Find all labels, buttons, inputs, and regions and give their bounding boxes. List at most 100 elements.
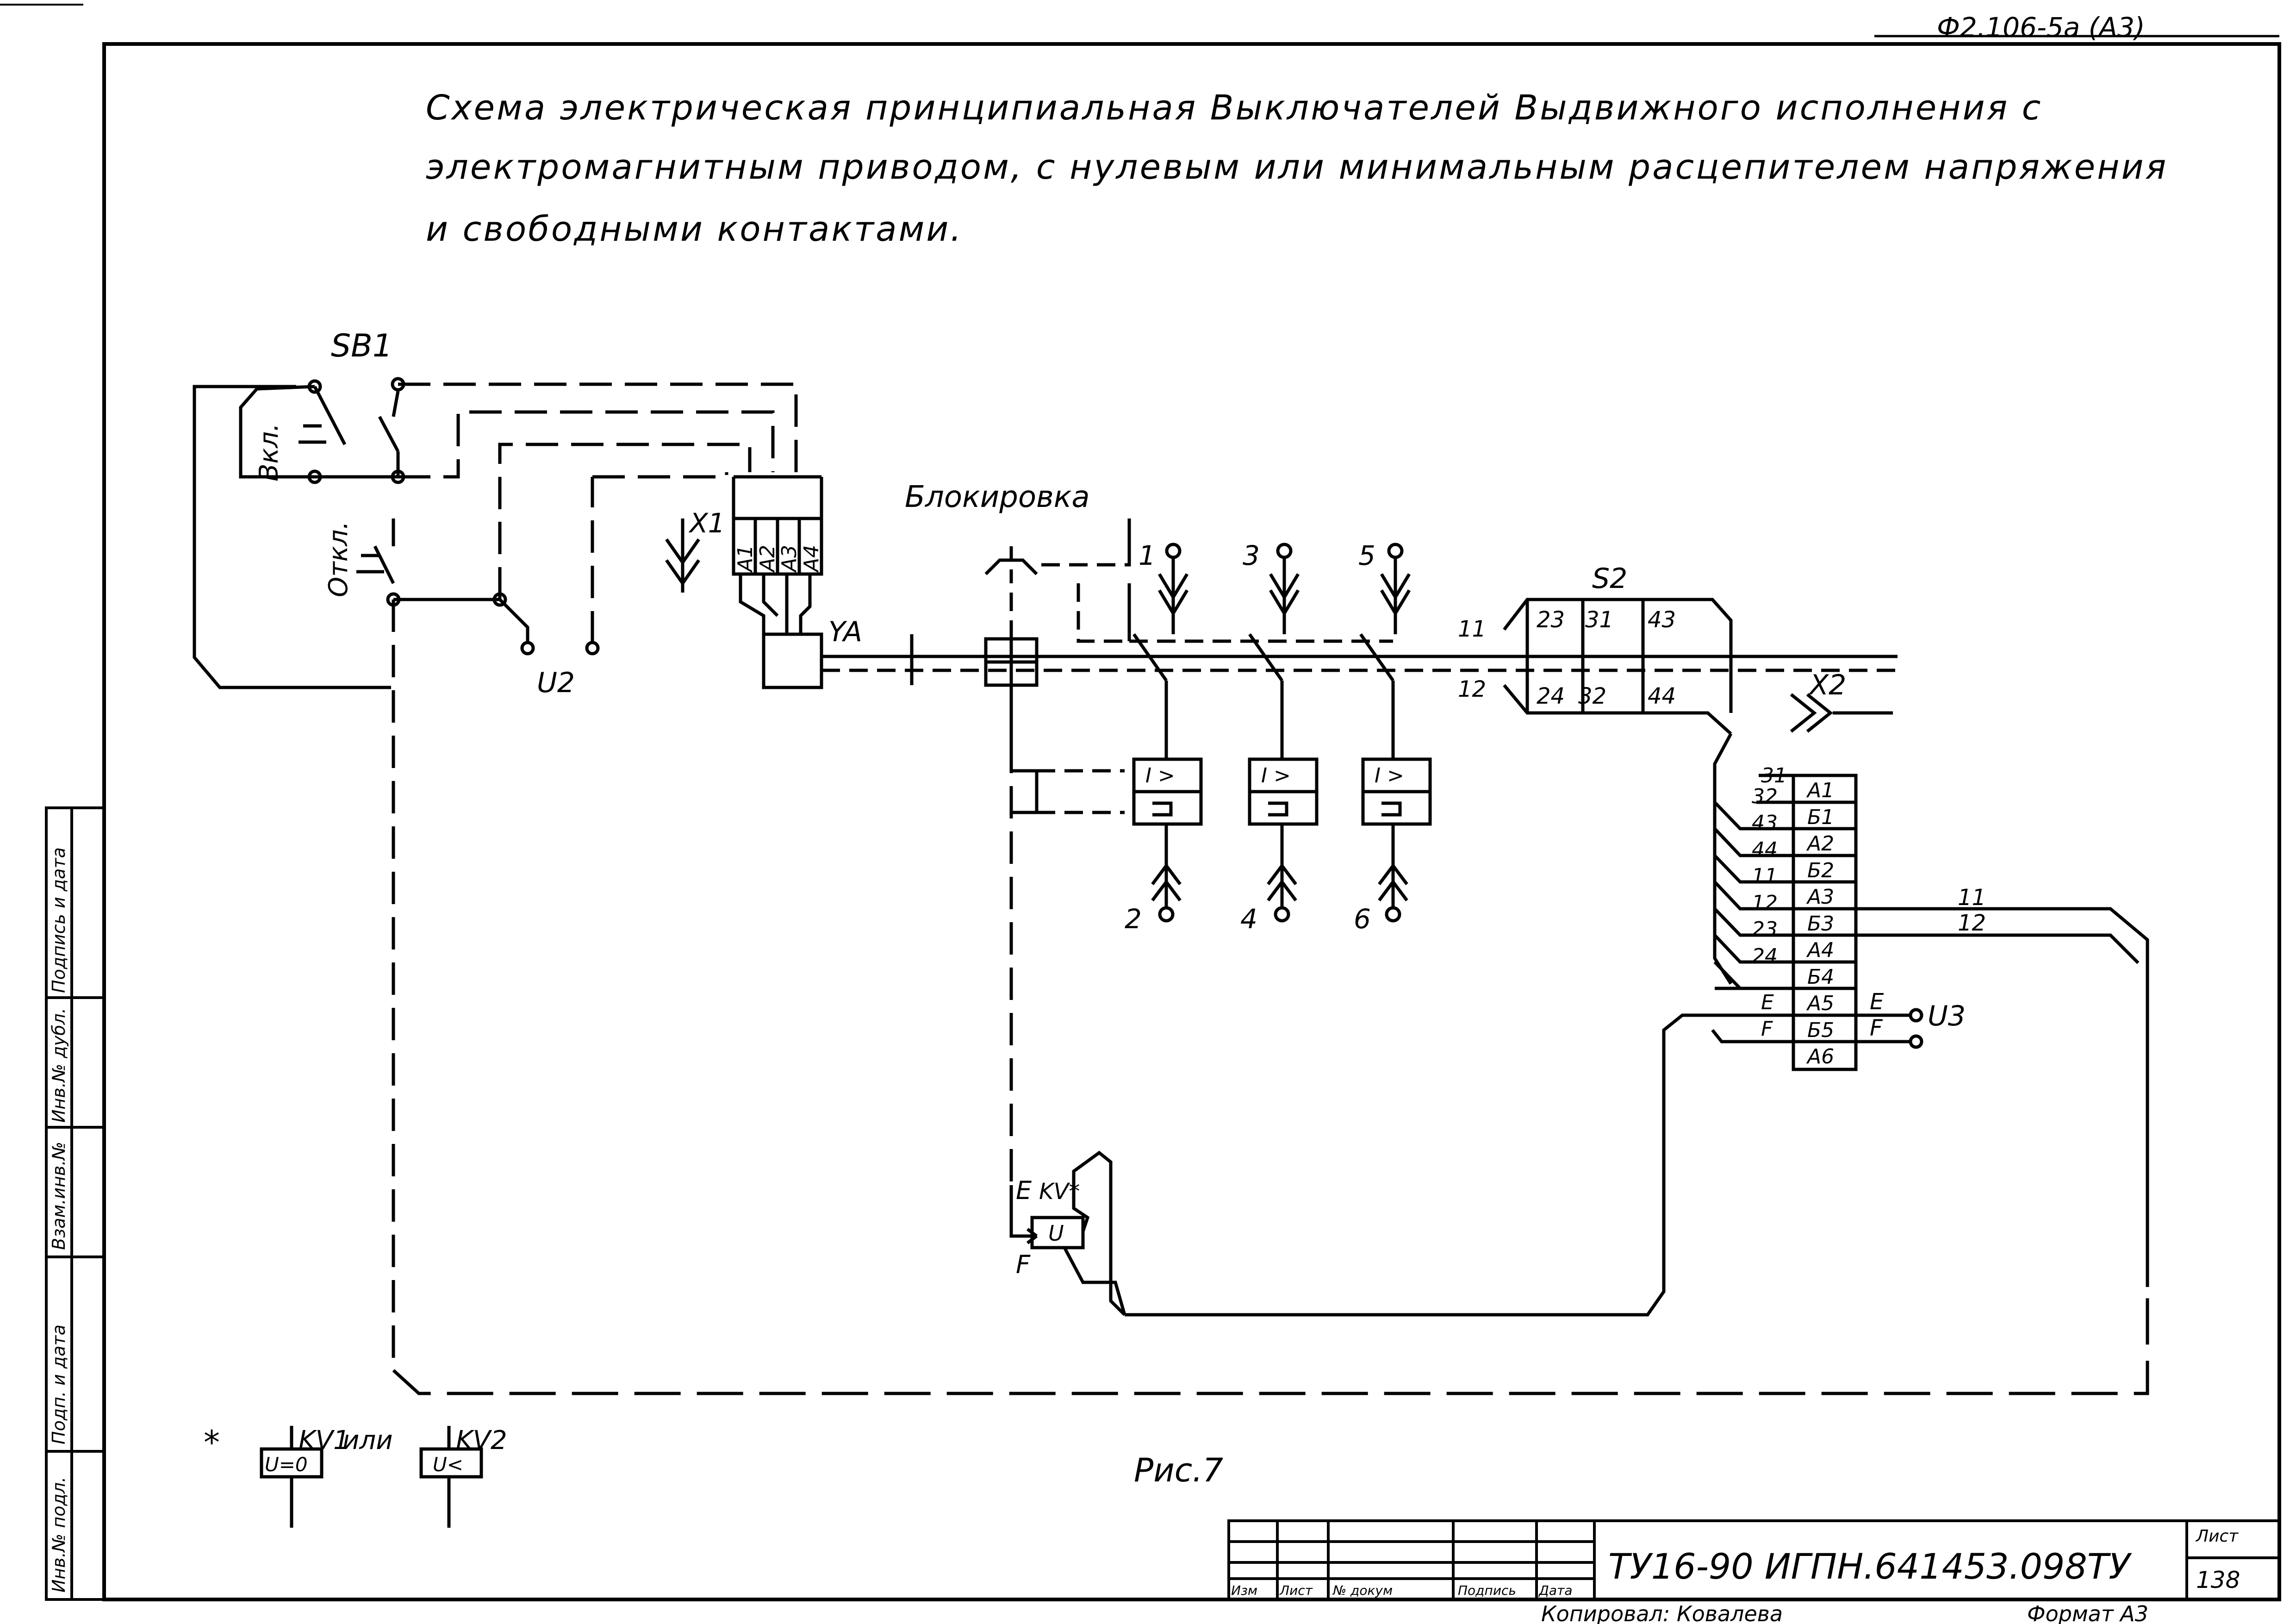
tb-cell-b5: Б5 (1807, 1018, 1834, 1042)
tb-cell-a5: А5 (1806, 992, 1834, 1015)
tb-cell-a1: А1 (1806, 779, 1834, 802)
sb1-label: SB1 (331, 328, 392, 364)
s2-c31: 31 (1585, 607, 1613, 633)
tb-left-32: 32 (1752, 785, 1778, 808)
tb-cell-b1: Б1 (1807, 806, 1834, 829)
otkl-label: Откл. (324, 521, 354, 597)
drawing-frame (102, 42, 2281, 1601)
stamp-col-date: Дата (1538, 1583, 1573, 1598)
copied-by: Копировал: Ковалева (1541, 1601, 1783, 1624)
title-line-3: и свободными контактами. (426, 209, 963, 249)
x1-label: X1 (688, 507, 725, 539)
footnote-u0: U=0 (265, 1453, 308, 1476)
footnote-uless: U< (433, 1453, 463, 1476)
tb-cell-b4: Б4 (1807, 965, 1834, 989)
x1-terminal-block (665, 475, 823, 634)
side-inv-dubl: Инв.№ дубл. (49, 1008, 69, 1123)
side-stamp (45, 806, 106, 1601)
sheet-number: 138 (2196, 1567, 2240, 1593)
pole-5-label: 5 (1358, 540, 1375, 571)
tb-left-23: 23 (1752, 918, 1778, 941)
kv-star-label: KV* (1039, 1179, 1080, 1205)
vkl-label: Вкл. (254, 423, 284, 481)
tb-cell-a3: А3 (1806, 885, 1834, 909)
x2-f-right: F (1870, 1015, 1883, 1041)
side-podpis-data: Подпись и дата (49, 847, 69, 993)
format-code: Ф2.106-5а (А3) (1937, 12, 2145, 43)
relay-1-label: I > (1145, 764, 1175, 787)
tb-cell-a6: А6 (1806, 1045, 1834, 1068)
s2-c43: 43 (1648, 607, 1676, 633)
tb-cell-a4: А4 (1806, 938, 1834, 962)
stamp-col-sign: Подпись (1458, 1583, 1516, 1598)
title-stamp (1227, 1519, 2281, 1601)
relay-3-label: I > (1375, 764, 1404, 787)
blokirovka-label: Блокировка (905, 480, 1090, 514)
s2-auxiliary-contacts (1500, 598, 1733, 735)
x1-a1: А1 (734, 545, 757, 573)
footnote-symbols (260, 1426, 483, 1528)
u2-label: U2 (537, 667, 575, 699)
stamp-col-doc: № докум (1332, 1583, 1393, 1598)
x2-terminal-block (1662, 733, 2149, 1287)
pole-3-label: 3 (1243, 540, 1260, 571)
overcurrent-relays (1011, 757, 1432, 923)
ya-coil (762, 632, 823, 689)
tb-cell-b3: Б3 (1807, 912, 1834, 936)
x2-e-right: E (1870, 989, 1884, 1015)
tb-left-24: 24 (1752, 944, 1778, 968)
sheet-label: Лист (2195, 1527, 2239, 1546)
s2-c12: 12 (1458, 676, 1486, 702)
footnote-kv1: KV1 (299, 1425, 350, 1455)
stamp-col-list: Лист (1279, 1583, 1313, 1598)
x1-a3: А3 (778, 545, 801, 573)
kv-f-label: F (1016, 1250, 1031, 1279)
u3-label: U3 (1928, 1000, 1966, 1032)
line-11-label: 11 (1958, 885, 1986, 911)
tb-left-11: 11 (1752, 864, 1778, 888)
doc-code: ТУ16-90 ИГПН.641453.098ТУ (1608, 1546, 2132, 1587)
title-line-1: Схема электрическая принципиальная Выклю… (426, 88, 2043, 128)
ya-label: YA (828, 616, 862, 648)
format-label: Формат А3 (2027, 1601, 2148, 1624)
footnote-kv2: KV2 (456, 1425, 507, 1455)
pole-2-label: 2 (1125, 903, 1142, 935)
s2-c11: 11 (1458, 616, 1486, 642)
relay-2-label: I > (1261, 764, 1291, 787)
kv-e-label: E (1016, 1176, 1032, 1205)
title-line-2: электромагнитным приводом, с нулевым или… (426, 147, 2168, 187)
pole-1-label: 1 (1139, 540, 1156, 571)
footnote-star: * (204, 1424, 220, 1462)
x1-a4: А4 (800, 545, 823, 573)
pole-6-label: 6 (1354, 903, 1371, 935)
tb-left-43: 43 (1752, 811, 1778, 835)
tb-cell-b2: Б2 (1807, 859, 1834, 882)
tb-left-31: 31 (1761, 764, 1787, 787)
kv-relay (1009, 1150, 1666, 1317)
figure-caption: Рис.7 (1134, 1451, 1223, 1489)
tb-left-f: F (1761, 1017, 1773, 1041)
side-vzam-inv: Взам.инв.№ (49, 1142, 69, 1250)
line-12-label: 12 (1958, 910, 1986, 936)
left-loop-wire (193, 385, 391, 689)
s2-c24: 24 (1537, 683, 1565, 709)
kv-u-label: U (1048, 1221, 1064, 1246)
sb1-switch (239, 377, 405, 607)
s2-c32: 32 (1578, 683, 1606, 709)
pole-4-label: 4 (1240, 903, 1257, 935)
footnote-ili: или (342, 1425, 393, 1455)
x2-label: X2 (1808, 669, 1846, 701)
s2-c23: 23 (1537, 607, 1565, 633)
s2-label: S2 (1592, 562, 1627, 595)
tb-cell-a2: А2 (1806, 832, 1834, 856)
x1-a2: А2 (756, 545, 779, 573)
tb-left-44: 44 (1752, 838, 1778, 862)
main-poles (1132, 543, 1411, 759)
side-podp-data: Подп. и дата (49, 1324, 69, 1444)
tb-left-12: 12 (1752, 891, 1778, 915)
side-inv-podl: Инв.№ подл. (49, 1477, 69, 1593)
stamp-col-izm: Изм (1231, 1583, 1257, 1598)
tb-left-e: E (1761, 991, 1774, 1014)
s2-c44: 44 (1648, 683, 1676, 709)
